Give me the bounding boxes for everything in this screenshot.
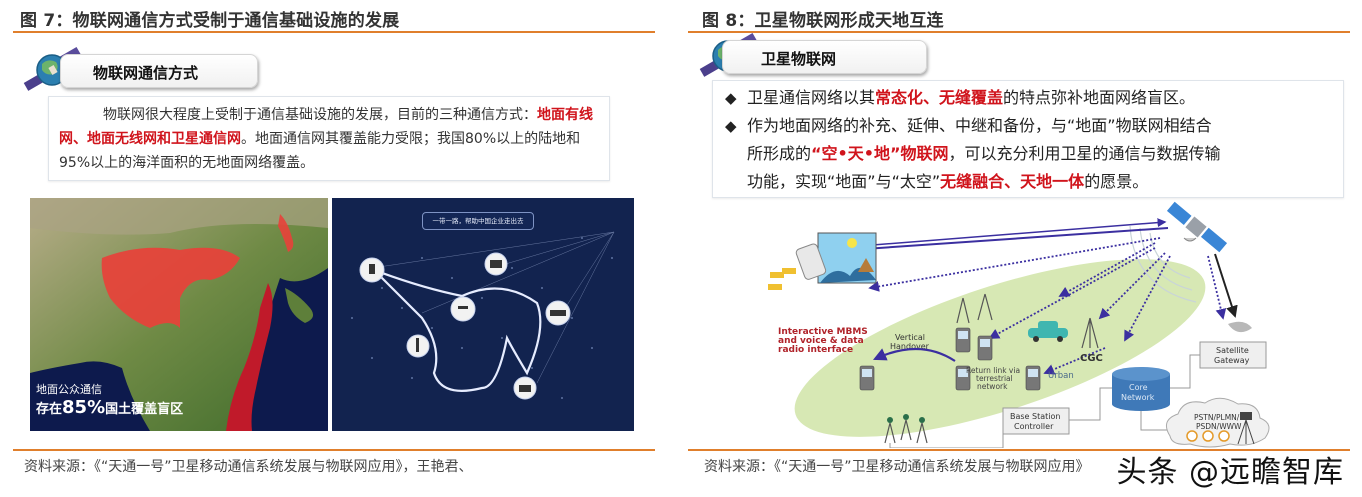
cell-tower-icons — [884, 293, 1099, 444]
urban-label: Urban — [1048, 371, 1074, 381]
title-divider — [688, 31, 1350, 33]
pstn-label: PSTN/PLMN/ — [1194, 413, 1240, 422]
vertical-handover-label: Vertical — [895, 333, 925, 342]
bullet-item-2: ◆ 作为地面网络的补充、延伸、中继和备份，与“地面”物联网相结合 — [725, 112, 1333, 140]
map-caption-line1: 地面公众通信 — [36, 383, 102, 396]
section-tab-label: 物联网通信方式 — [93, 64, 199, 82]
interactive-label-3: radio interface — [778, 345, 853, 355]
belt-road-label: 一带一路，帮助中国企业走出去 — [422, 212, 534, 230]
car-icon — [1028, 321, 1068, 342]
map-caption-suffix: 国土覆盖盲区 — [105, 402, 184, 417]
title-divider — [13, 31, 655, 33]
vertical-handover-label-2: Handover — [890, 342, 930, 351]
satellite-gateway-label: Satellite — [1216, 346, 1249, 355]
pstn-cloud-icon — [1165, 397, 1270, 448]
belt-road-night-map-image: 一带一路，帮助中国企业走出去 — [332, 198, 634, 431]
map-caption-prefix: 存在 — [36, 402, 63, 417]
section-tab-label: 卫星物联网 — [761, 50, 837, 68]
section-tab: 卫星物联网 — [722, 40, 927, 74]
bullet-2-line1: 作为地面网络的补充、延伸、中继和备份，与“地面”物联网相结合 — [747, 116, 1212, 135]
return-link-label-2: terrestrial — [976, 374, 1013, 383]
bullet-2-line3-highlight: 无缝融合、天地一体 — [940, 172, 1085, 191]
pstn-label-2: PSDN/WWW — [1196, 422, 1242, 431]
interactive-label-2: and voice & data — [778, 336, 864, 346]
section-tab: 物联网通信方式 — [60, 54, 258, 88]
bullet-2-line3: 功能，实现“地面”与“太空”无缝融合、天地一体的愿景。 — [725, 168, 1333, 196]
map-caption: 地面公众通信 存在85%国土覆盖盲区 — [36, 381, 183, 419]
paragraph-highlight: 地面有线网、地面无线网和卫星通信网 — [59, 107, 593, 147]
figure-7-panel: 图 7：物联网通信方式受制于通信基础设施的发展 物联网通信方式 物联网很大程度上… — [0, 0, 680, 497]
figure-8-title: 图 8：卫星物联网形成天地互连 — [702, 11, 944, 31]
core-network-icon — [1112, 367, 1170, 411]
paragraph-part1: 物联网很大程度上受制于通信基础设施的发展，目前的三种通信方式： — [103, 107, 537, 123]
coverage-ellipse — [794, 259, 1206, 437]
interactive-terminal-icon — [768, 232, 877, 290]
diamond-bullet-icon: ◆ — [725, 89, 737, 107]
bullet-2-line3-text: 功能，实现“地面”与“太空” — [747, 172, 941, 191]
satellite-icon — [1166, 201, 1228, 253]
bullet-1-text: 卫星通信网络以其 — [747, 88, 876, 107]
source-note: 资料来源：《“天通一号”卫星移动通信系统发展与物联网应用》 — [704, 459, 1090, 475]
source-divider — [688, 449, 1350, 451]
bullet-1-text-end: 的特点弥补地面网络盲区。 — [1003, 88, 1196, 107]
cgc-label: CGC — [1080, 353, 1103, 364]
bullet-2-line3-text-end: 的愿景。 — [1084, 172, 1149, 191]
bullet-2-line2-highlight: “空•天•地”物联网 — [811, 144, 949, 163]
bullet-item-1: ◆ 卫星通信网络以其常态化、无缝覆盖的特点弥补地面网络盲区。 — [725, 84, 1333, 112]
return-link-label-3: network — [977, 382, 1008, 391]
return-link-label: Return link via — [966, 366, 1020, 375]
map-graphic — [30, 198, 328, 431]
bullet-2-line2: 所形成的“空•天•地”物联网，可以充分利用卫星的通信与数据传输 — [725, 140, 1333, 168]
figure-7-title: 图 7：物联网通信方式受制于通信基础设施的发展 — [20, 11, 400, 31]
description-box: 物联网很大程度上受制于通信基础设施的发展，目前的三种通信方式：地面有线网、地面无… — [48, 96, 610, 181]
source-note: 资料来源：《“天通一号”卫星移动通信系统发展与物联网应用》，王艳君、 — [24, 459, 473, 475]
bullet-2-line2-text: 所形成的 — [747, 144, 812, 163]
base-station-label: Base Station — [1010, 412, 1060, 421]
paragraph-part2: 。地面通信网其覆盖能力受限；我国80%以上的陆地和95%以上的海洋面积的无地面网… — [59, 131, 581, 171]
satellite-iot-network-diagram: Interactive MBMS and voice & data radio … — [768, 201, 1270, 448]
core-network-label-2: Network — [1121, 393, 1155, 402]
interactive-label: Interactive MBMS — [778, 327, 868, 337]
bullet-1-highlight: 常态化、无缝覆盖 — [875, 88, 1004, 107]
diamond-bullet-icon: ◆ — [725, 117, 737, 135]
night-map-graphic — [332, 198, 634, 431]
source-divider — [13, 449, 655, 451]
satellite-gateway-label-2: Gateway — [1214, 356, 1250, 365]
watermark: 头条 @远瞻智库 — [1116, 455, 1344, 490]
map-caption-percent: 85% — [62, 397, 106, 418]
bullet-2-line2-text-end: ，可以充分利用卫星的通信与数据传输 — [948, 144, 1221, 163]
bullet-box: ◆ 卫星通信网络以其常态化、无缝覆盖的特点弥补地面网络盲区。 ◆ 作为地面网络的补充… — [712, 80, 1344, 198]
figure-8-panel: 图 8：卫星物联网形成天地互连 卫星物联网 ◆卫星通信网络以其常态化、无缝覆盖的… — [680, 0, 1362, 497]
satellite-dish-icon — [1228, 321, 1252, 333]
base-station-controller-box — [1002, 407, 1070, 435]
core-network-label: Core — [1129, 383, 1148, 392]
base-station-label-2: Controller — [1014, 422, 1054, 431]
china-coverage-map-image: 地面公众通信 存在85%国土覆盖盲区 — [30, 198, 328, 431]
